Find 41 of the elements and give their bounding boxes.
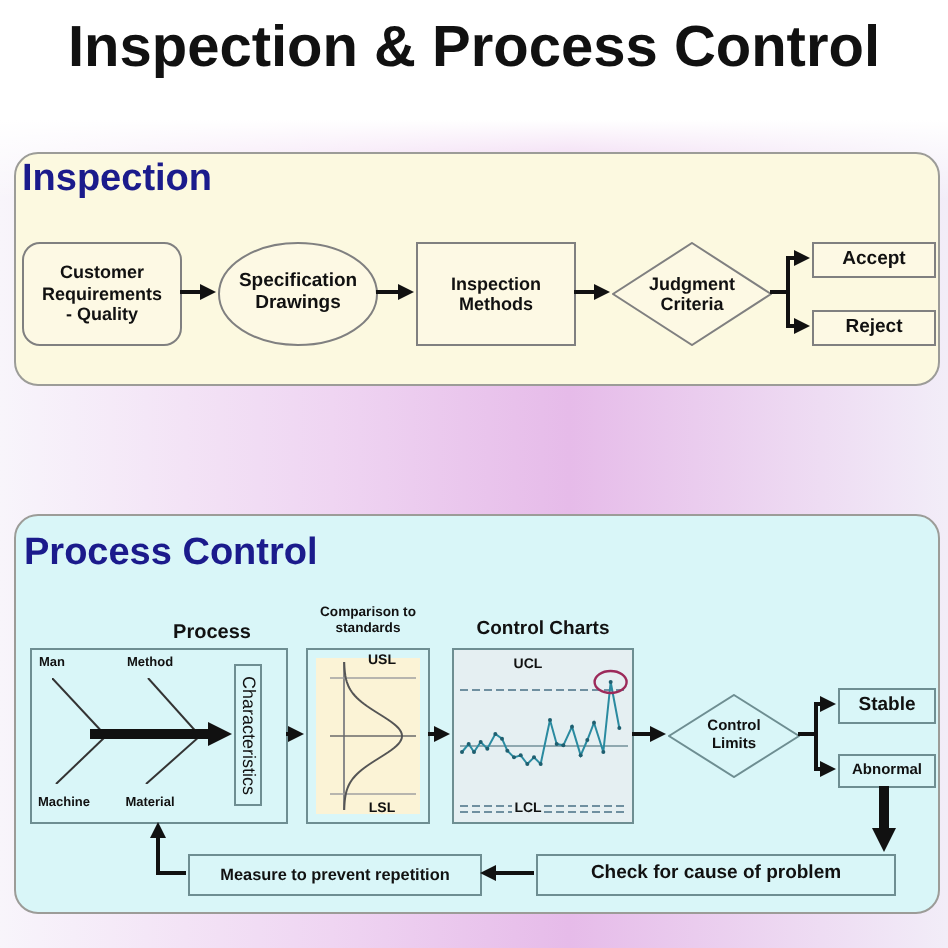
arrow — [150, 822, 186, 875]
node-label: Specification Drawings — [236, 272, 360, 316]
arrow — [376, 284, 414, 300]
decision-diamond — [668, 694, 800, 778]
process-box — [416, 242, 576, 346]
arrow — [872, 786, 896, 852]
arrow — [428, 726, 450, 742]
decision-diamond — [612, 242, 772, 346]
arrow — [480, 865, 534, 881]
process-box — [22, 242, 182, 346]
section-heading: Inspection — [22, 158, 213, 202]
section-label: Control Charts — [476, 620, 610, 642]
process-ellipse — [218, 242, 378, 346]
section-panel — [14, 514, 940, 914]
node-label: Stable — [858, 695, 916, 717]
process-box — [188, 854, 482, 896]
node-label: Check for cause of problem — [590, 864, 842, 886]
section-label: Process — [173, 621, 251, 645]
node-label: Inspection Methods — [448, 273, 543, 315]
node-label: Characteristics — [239, 675, 257, 795]
arrow — [286, 726, 304, 742]
arrow — [770, 290, 810, 334]
node-label: Measure to prevent repetition — [220, 865, 450, 885]
outcome-box — [838, 688, 936, 724]
diagram-title: Inspection & Process Control — [67, 18, 881, 82]
node-label: Customer Requirements - Quality — [40, 262, 164, 326]
process-box — [536, 854, 896, 896]
node-label: Reject — [845, 317, 903, 339]
arrow — [798, 732, 836, 777]
section-panel — [14, 152, 940, 386]
node-label: Judgment Criteria — [646, 273, 737, 315]
process-box — [234, 664, 262, 806]
arrow — [90, 722, 232, 746]
arrow — [632, 726, 666, 742]
section-heading: Process Control — [24, 532, 318, 576]
arrow — [180, 284, 216, 300]
arrow — [574, 284, 610, 300]
outcome-box — [812, 310, 936, 346]
outcome-box — [812, 242, 936, 278]
node-label: Accept — [842, 249, 906, 271]
outcome-box — [838, 754, 936, 788]
